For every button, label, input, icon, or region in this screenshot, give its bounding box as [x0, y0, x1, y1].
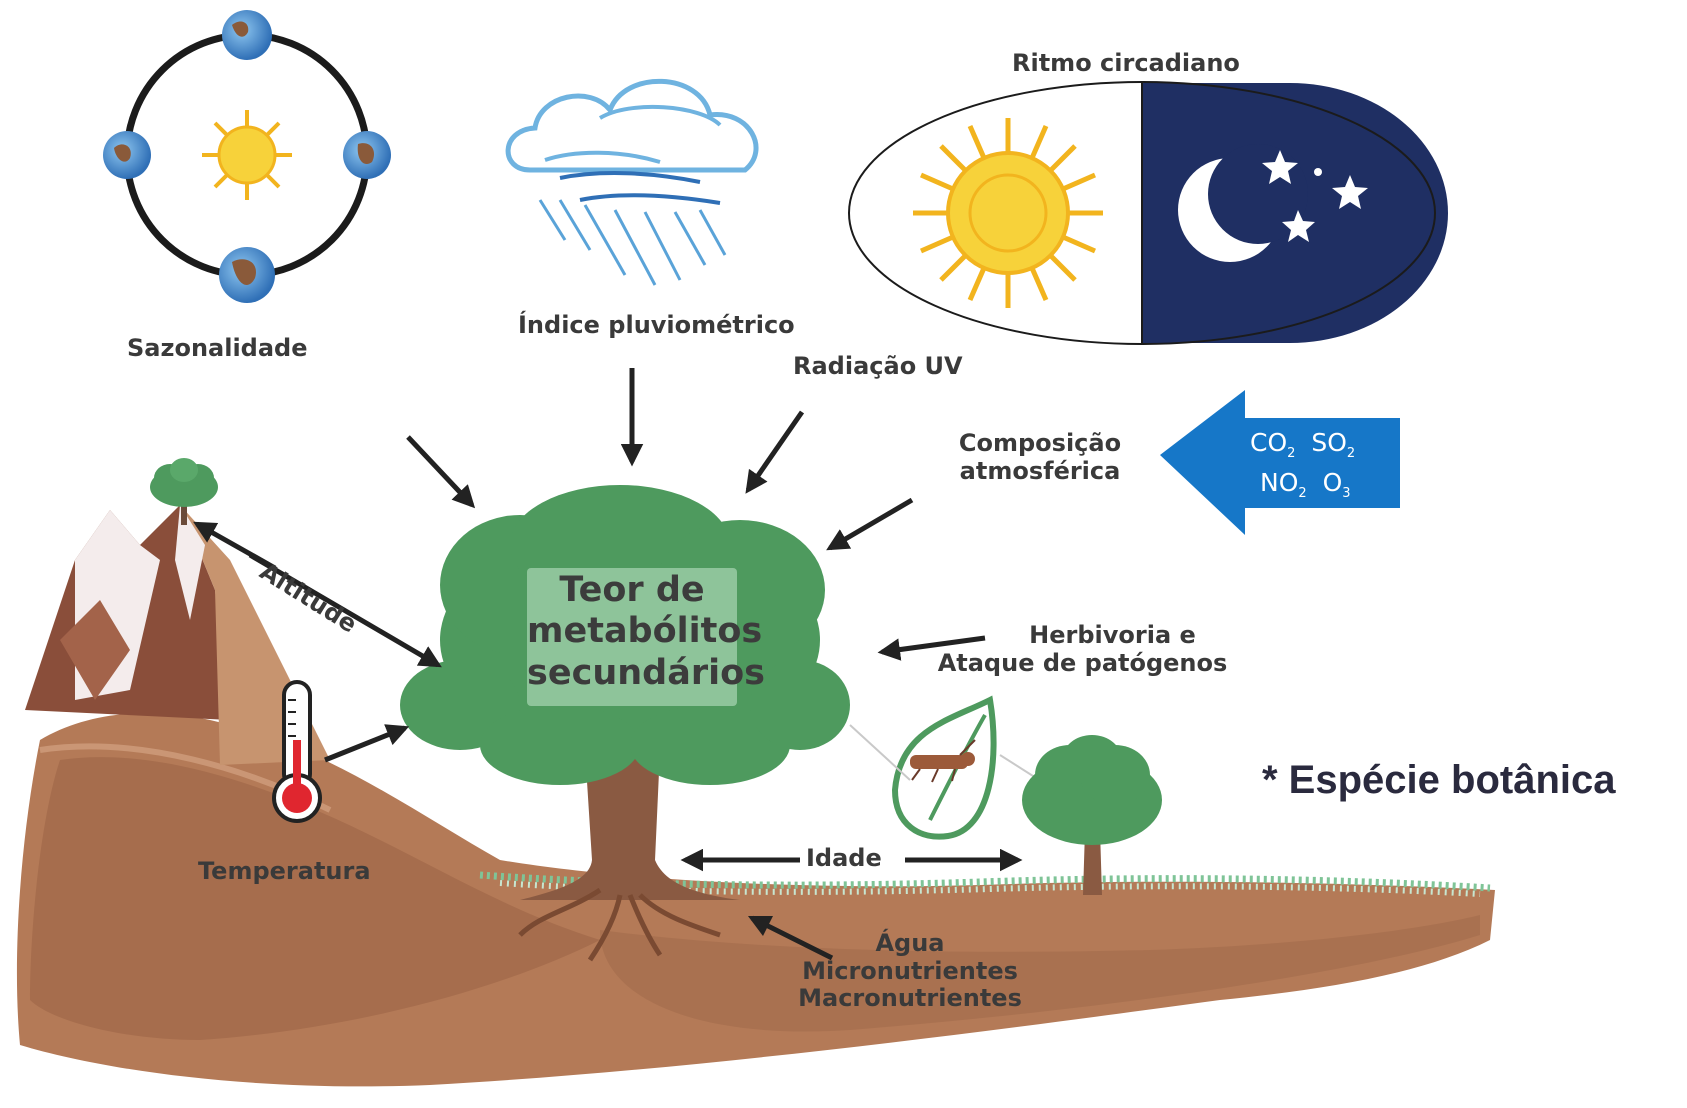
arrow-seasonality: [406, 435, 476, 509]
gas-row-2: NO2 O3: [1260, 468, 1351, 501]
label-micronutrients: Micronutrientes: [802, 956, 1018, 985]
arrow-altitude-to-peak: [193, 521, 277, 571]
center-label: Teor de metabólitos secundários: [527, 570, 765, 694]
arrow-altitude-to-tree: [248, 552, 442, 668]
arrow-temperature: [324, 724, 410, 763]
botanical-species-note: * Espécie botânica: [1262, 758, 1616, 802]
seasonality-icon: [103, 10, 391, 303]
arrow-soil: [747, 915, 834, 961]
gas-co: CO: [1250, 428, 1288, 457]
factor-arrows: [193, 368, 1023, 961]
stars-icon: [1262, 150, 1368, 242]
globe-right-icon: [343, 131, 391, 179]
gas-o-sub: 3: [1342, 486, 1351, 501]
label-rain-index: Índice pluviométrico: [518, 311, 795, 339]
label-atmosphere-line2: atmosférica: [959, 456, 1121, 485]
atmosphere-arrow: [1160, 390, 1400, 535]
label-soil-nutrients: Água Micronutrientes Macronutrientes: [775, 929, 1045, 1013]
gas-co-sub: 2: [1287, 446, 1296, 461]
gas-row-1: CO2 SO2: [1250, 428, 1355, 461]
label-atmosphere: Composição atmosférica: [945, 429, 1135, 485]
center-line1: Teor de: [559, 570, 705, 610]
arrow-atmosphere: [826, 497, 914, 551]
label-circadian: Ritmo circadiano: [1012, 49, 1240, 77]
arrow-uv: [745, 410, 805, 494]
center-line3: secundários: [527, 652, 765, 693]
label-atmosphere-line1: Composição: [958, 429, 1122, 457]
label-temperature: Temperatura: [198, 857, 371, 885]
label-herbivory-line1: Herbivoria e: [1029, 621, 1196, 649]
young-tree: [1022, 735, 1162, 895]
gas-so: SO: [1311, 428, 1347, 457]
rain-cloud-icon: [505, 78, 759, 286]
globe-bottom-icon: [219, 247, 275, 303]
label-herbivory-line2: Ataque de patógenos: [937, 648, 1228, 677]
gas-no: NO: [1260, 468, 1299, 497]
gas-so-sub: 2: [1346, 446, 1356, 461]
gas-no-sub: 2: [1298, 486, 1307, 501]
label-age: Idade: [806, 844, 882, 872]
label-seasonality: Sazonalidade: [127, 334, 308, 362]
label-macronutrients: Macronutrientes: [798, 984, 1022, 1013]
globe-top-icon: [222, 10, 272, 60]
globe-left-icon: [103, 131, 151, 179]
label-herbivory: Herbivoria e Ataque de patógenos: [900, 621, 1265, 677]
leaf-insect-icon: [849, 695, 1056, 840]
center-line2: metabólitos: [527, 611, 763, 652]
arrow-herbivory: [877, 635, 986, 661]
label-uv: Radiação UV: [793, 352, 963, 380]
season-sun-icon: [202, 110, 292, 200]
circadian-icon: [848, 81, 1448, 345]
thermometer-icon: [272, 680, 322, 823]
gas-o: O: [1322, 468, 1343, 497]
main-tree: [400, 485, 850, 962]
day-sun-icon: [913, 118, 1103, 308]
label-water: Água: [875, 929, 945, 957]
soil-ground: [16, 713, 1496, 1087]
mountain-tree: [150, 458, 218, 525]
